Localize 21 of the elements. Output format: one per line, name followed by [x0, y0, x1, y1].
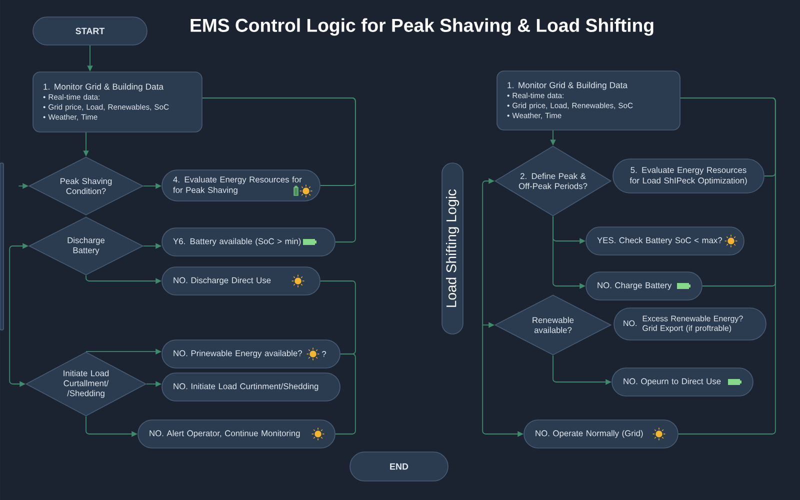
side-panel — [0, 162, 4, 330]
action-box: NO. Discharge Direct Use — [162, 266, 320, 296]
action-box: NO. Opeurn to Direct Use — [612, 368, 754, 396]
action-box: NO. Alert Operator, Continue Monitoring — [138, 420, 336, 448]
connector-line — [320, 280, 356, 354]
terminal-box: START — [32, 16, 148, 46]
action-box: 4. Evaluate Energy Resources for for Peak Shaving — [162, 170, 320, 202]
section-label-box: Load Shifting Logic — [442, 162, 464, 334]
action-box: NO. Operate Normally (Grid) — [524, 420, 678, 448]
action-box: NO. Initiate Load Curtinment/Shedding — [162, 372, 340, 402]
connector-line — [202, 98, 356, 242]
question-mark: ? — [322, 351, 326, 357]
connector-line — [678, 98, 776, 434]
action-box: YES. Check Battery SoC < max? — [586, 226, 744, 256]
terminal-box: END — [350, 452, 448, 482]
action-box: NO. Excess Renewable Energy? Grid Export (if proftrable) — [614, 308, 766, 340]
action-box: Y6. Battery available (SoC > min) — [162, 228, 336, 256]
connector-line — [334, 354, 356, 434]
action-box: 5. Evaluate Energy Resources for Load ShIPeck Optimization) — [612, 158, 764, 194]
action-box: NO. Charge Battery — [586, 272, 702, 300]
title: EMS Control Logic for Peak Shaving & Load Shifting — [190, 18, 654, 36]
